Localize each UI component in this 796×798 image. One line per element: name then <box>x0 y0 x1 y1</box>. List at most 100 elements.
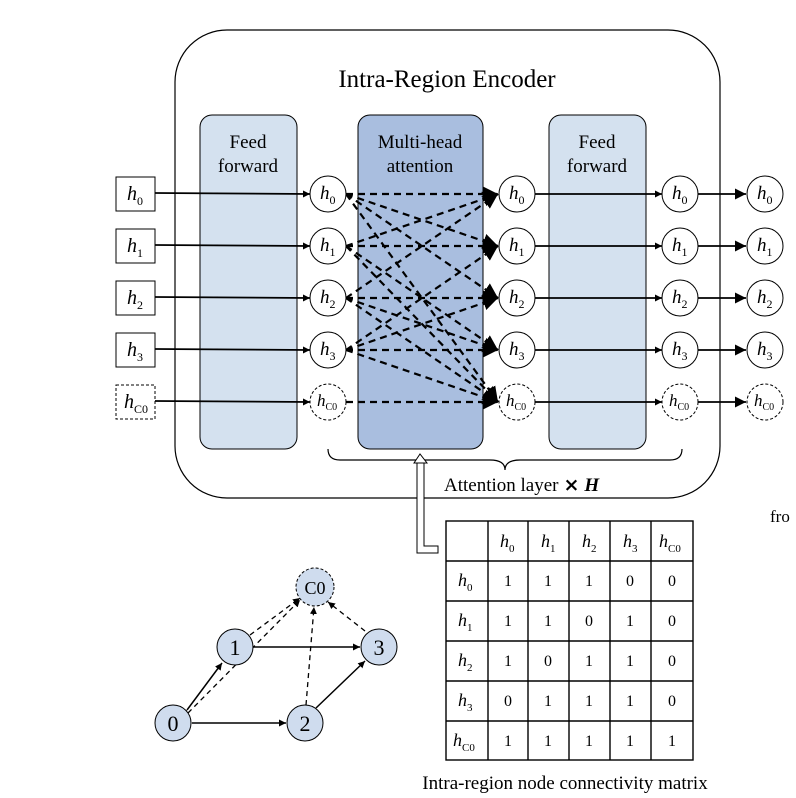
svg-text:hC0: hC0 <box>669 391 689 413</box>
svg-text:h0: h0 <box>672 183 688 207</box>
matrix-cell: 1 <box>585 653 593 670</box>
svg-text:h2: h2 <box>509 287 525 311</box>
input-box-h0: h0 <box>115 176 156 212</box>
node-h1-col2: h1 <box>498 227 536 265</box>
matrix-cell: 1 <box>626 653 634 670</box>
node-column-4: h0 h1 h2 h3 hC0 <box>746 175 784 421</box>
node-hc0-col3: hC0 <box>661 383 699 421</box>
matrix-cell: 0 <box>585 613 593 630</box>
svg-text:2: 2 <box>300 711 311 736</box>
input-arrows <box>154 190 311 406</box>
node-column-1: h0 h1 h2 h3 hC0 <box>309 175 347 421</box>
node-h1-col3: h1 <box>661 227 699 265</box>
matrix-col-header-h3: h3 <box>623 531 638 555</box>
node-h0-col4: h0 <box>746 175 784 213</box>
node-h2-col1: h2 <box>309 279 347 317</box>
node-hc0-col4: hC0 <box>746 383 784 421</box>
node-column-3: h0 h1 h2 h3 hC0 <box>661 175 699 421</box>
cut-off-text: fro <box>770 507 790 526</box>
edge-2-3 <box>308 660 366 716</box>
matrix-cell: 1 <box>544 613 552 630</box>
attention-layer-brace <box>327 448 683 471</box>
matrix-col-header-h2: h2 <box>582 531 597 555</box>
svg-text:h3: h3 <box>672 339 688 363</box>
feed-forward-left-line1: Feed <box>230 132 267 153</box>
edge-2-c0 <box>305 606 317 706</box>
svg-text:h3: h3 <box>509 339 525 363</box>
node-h1-col1: h1 <box>309 227 347 265</box>
matrix-col-header-hc0: hC0 <box>659 531 681 555</box>
svg-text:h1: h1 <box>509 235 525 259</box>
matrix-cell: 1 <box>626 693 634 710</box>
matrix-cell: 1 <box>504 733 512 750</box>
matrix-row-header-h0: h0 <box>458 570 473 594</box>
graph-node-3: 3 <box>360 628 398 666</box>
feed-forward-right-line1: Feed <box>579 132 616 153</box>
matrix-cell: 0 <box>504 693 512 710</box>
matrix-cell: 1 <box>504 573 512 590</box>
node-h0-col3: h0 <box>661 175 699 213</box>
svg-text:hC0: hC0 <box>317 391 337 413</box>
svg-text:h3: h3 <box>757 339 773 363</box>
node-h3-col3: h3 <box>661 331 699 369</box>
matrix-cell: 0 <box>544 653 552 670</box>
edge-0-1 <box>180 662 223 718</box>
matrix-cell: 1 <box>544 733 552 750</box>
edge-3-c0 <box>327 601 366 632</box>
node-hc0-col2: hC0 <box>498 383 536 421</box>
svg-text:3: 3 <box>374 635 385 660</box>
matrix-cell: 1 <box>626 613 634 630</box>
svg-text:hC0: hC0 <box>506 391 526 413</box>
matrix-cell: 0 <box>668 613 676 630</box>
region-graph: C0 1 3 0 2 <box>154 567 398 742</box>
matrix-col-header-h0: h0 <box>500 531 515 555</box>
matrix-row-header-h2: h2 <box>458 650 473 674</box>
svg-text:h2: h2 <box>672 287 688 311</box>
node-hc0-col1: hC0 <box>309 383 347 421</box>
ff-arrows <box>535 190 662 406</box>
feed-forward-right-line2: forward <box>567 156 628 177</box>
svg-text:h1: h1 <box>672 235 688 259</box>
svg-text:C0: C0 <box>304 578 325 598</box>
matrix-cell: 1 <box>668 733 676 750</box>
attention-connections <box>345 186 499 410</box>
svg-text:h3: h3 <box>320 339 336 363</box>
node-column-2: h0 h1 h2 h3 hC0 <box>498 175 536 421</box>
matrix-cell: 1 <box>585 573 593 590</box>
matrix-cell: 0 <box>668 573 676 590</box>
matrix-cell: 1 <box>626 733 634 750</box>
input-box-h2: h2 <box>115 280 156 316</box>
matrix-cell: 1 <box>504 613 512 630</box>
matrix-cell: 1 <box>504 653 512 670</box>
encoder-title: Intra-Region Encoder <box>338 66 556 93</box>
svg-text:h2: h2 <box>757 287 773 311</box>
svg-text:h2: h2 <box>320 287 336 311</box>
matrix-cell: 0 <box>668 693 676 710</box>
matrix-cell: 1 <box>585 693 593 710</box>
feed-forward-right-panel <box>548 114 647 450</box>
graph-node-0: 0 <box>154 704 192 742</box>
connectivity-matrix: h0 h1 h2 h3 hC0 h0 h1 h2 h3 hC0 1 1 1 0 … <box>422 520 708 794</box>
output-arrows <box>698 188 746 408</box>
svg-text:h0: h0 <box>757 183 773 207</box>
feed-forward-left-panel <box>199 114 298 450</box>
multi-head-attention-line1: Multi-head <box>378 132 463 153</box>
connector-tip <box>413 453 429 464</box>
node-h3-col4: h3 <box>746 331 784 369</box>
svg-text:1: 1 <box>230 635 241 660</box>
multi-head-attention-line2: attention <box>387 156 454 177</box>
edge-1-c0 <box>249 597 301 636</box>
matrix-row-header-h3: h3 <box>458 690 473 714</box>
matrix-cell: 1 <box>544 693 552 710</box>
node-h2-col3: h2 <box>661 279 699 317</box>
svg-text:hC0: hC0 <box>124 391 148 416</box>
attention-layer-label: Attention layer×H <box>444 474 600 496</box>
graph-node-2: 2 <box>286 704 324 742</box>
node-h3-col1: h3 <box>309 331 347 369</box>
svg-text:h0: h0 <box>509 183 525 207</box>
input-box-h1: h1 <box>115 228 156 264</box>
multi-head-attention-panel <box>357 114 484 450</box>
matrix-cell: 0 <box>626 573 634 590</box>
graph-node-1: 1 <box>216 628 254 666</box>
feed-forward-left-line2: forward <box>218 156 279 177</box>
